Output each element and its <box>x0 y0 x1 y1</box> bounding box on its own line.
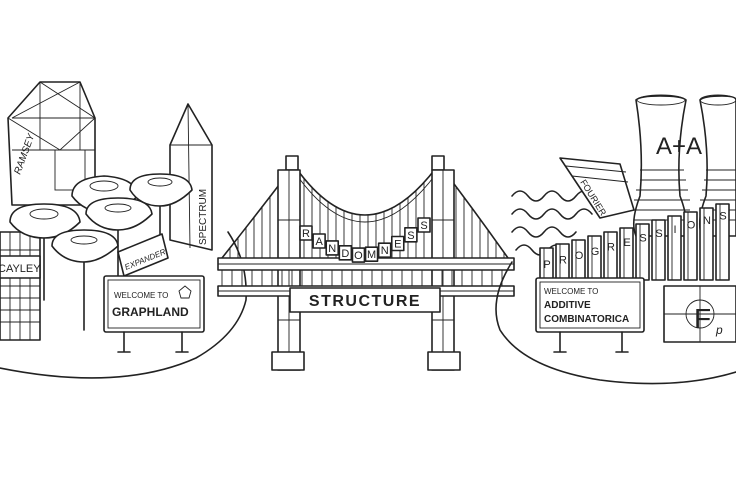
progression-bar <box>619 227 634 281</box>
progression-letter: S <box>639 233 646 245</box>
progression-bars <box>539 203 730 281</box>
finite-field-panel: F p <box>663 285 736 343</box>
graphland-sign-line2: GRAPHLAND <box>112 305 189 319</box>
progression-letter: P <box>543 259 550 271</box>
randomness-letter: M <box>367 249 376 261</box>
additive-sign-line1: WELCOME TO <box>544 287 598 296</box>
randomness-plate <box>364 246 379 262</box>
randomness-letter: D <box>341 248 349 260</box>
a-plus-a-label: A+A <box>656 133 702 160</box>
graphland-sign-line1: WELCOME TO <box>114 291 168 300</box>
randomness-letter: N <box>328 243 336 255</box>
progression-letter: I <box>673 224 676 236</box>
additive-sign-line3: COMBINATORICA <box>544 314 629 325</box>
cayley-label: CAYLEY <box>0 263 41 275</box>
spectrum-label: SPECTRUM <box>198 189 209 245</box>
grid-building <box>0 231 41 341</box>
graphland-sign: WELCOME TO GRAPHLAND <box>103 275 205 353</box>
field-subscript: p <box>715 323 723 337</box>
progression-bar <box>683 211 698 281</box>
progression-letter: S <box>719 211 726 223</box>
randomness-letter: N <box>381 245 389 257</box>
progression-bar <box>651 219 666 281</box>
graphland-island: RAMSEY SPECTRUM CAYLEY <box>0 81 247 379</box>
fourier-block: FOURIER <box>559 157 635 219</box>
additive-sign: WELCOME TO ADDITIVE COMBINATORICA <box>535 277 645 353</box>
progression-bar <box>699 207 714 281</box>
spectrum-tower: SPECTRUM <box>169 103 213 251</box>
randomness-letter: O <box>354 250 363 262</box>
randomness-plate <box>325 240 340 256</box>
randomness-letter: S <box>420 220 427 232</box>
progression-bar <box>715 203 730 281</box>
progression-letter: N <box>703 215 711 227</box>
randomness-plate <box>390 235 405 252</box>
structure-label: STRUCTURE <box>309 293 421 310</box>
randomness-letter: S <box>407 230 414 242</box>
randomness-plate <box>338 245 353 261</box>
randomness-plate <box>404 226 418 243</box>
progression-letter: G <box>591 246 600 258</box>
progression-letter: E <box>623 237 630 249</box>
expander-tag: EXPANDER <box>117 233 169 277</box>
structure-plate: STRUCTURE <box>289 287 441 313</box>
ramsey-tower: RAMSEY <box>7 81 96 206</box>
randomness-plate <box>417 217 431 233</box>
randomness-letter: R <box>302 228 310 240</box>
dish-structures <box>9 173 193 331</box>
field-symbol: F <box>694 303 711 334</box>
progression-letter: O <box>687 219 696 231</box>
a-plus-a-towers: A+A <box>632 94 736 237</box>
progression-bar <box>667 215 682 281</box>
progression-letter: R <box>559 255 567 267</box>
additive-sign-line2: ADDITIVE <box>544 300 591 311</box>
progression-bar <box>587 235 602 281</box>
progression-letter: S <box>655 228 662 240</box>
randomness-plate <box>377 242 392 258</box>
randomness-plate <box>312 233 326 249</box>
progression-letter: R <box>607 241 615 253</box>
randomness-plate <box>351 247 366 263</box>
progression-letter: O <box>575 250 584 262</box>
cayley-tag: CAYLEY <box>0 255 41 279</box>
randomness-letter: A <box>315 236 323 248</box>
progression-bar <box>603 231 618 281</box>
randomness-plate <box>299 225 313 241</box>
randomness-letter: E <box>394 238 401 250</box>
